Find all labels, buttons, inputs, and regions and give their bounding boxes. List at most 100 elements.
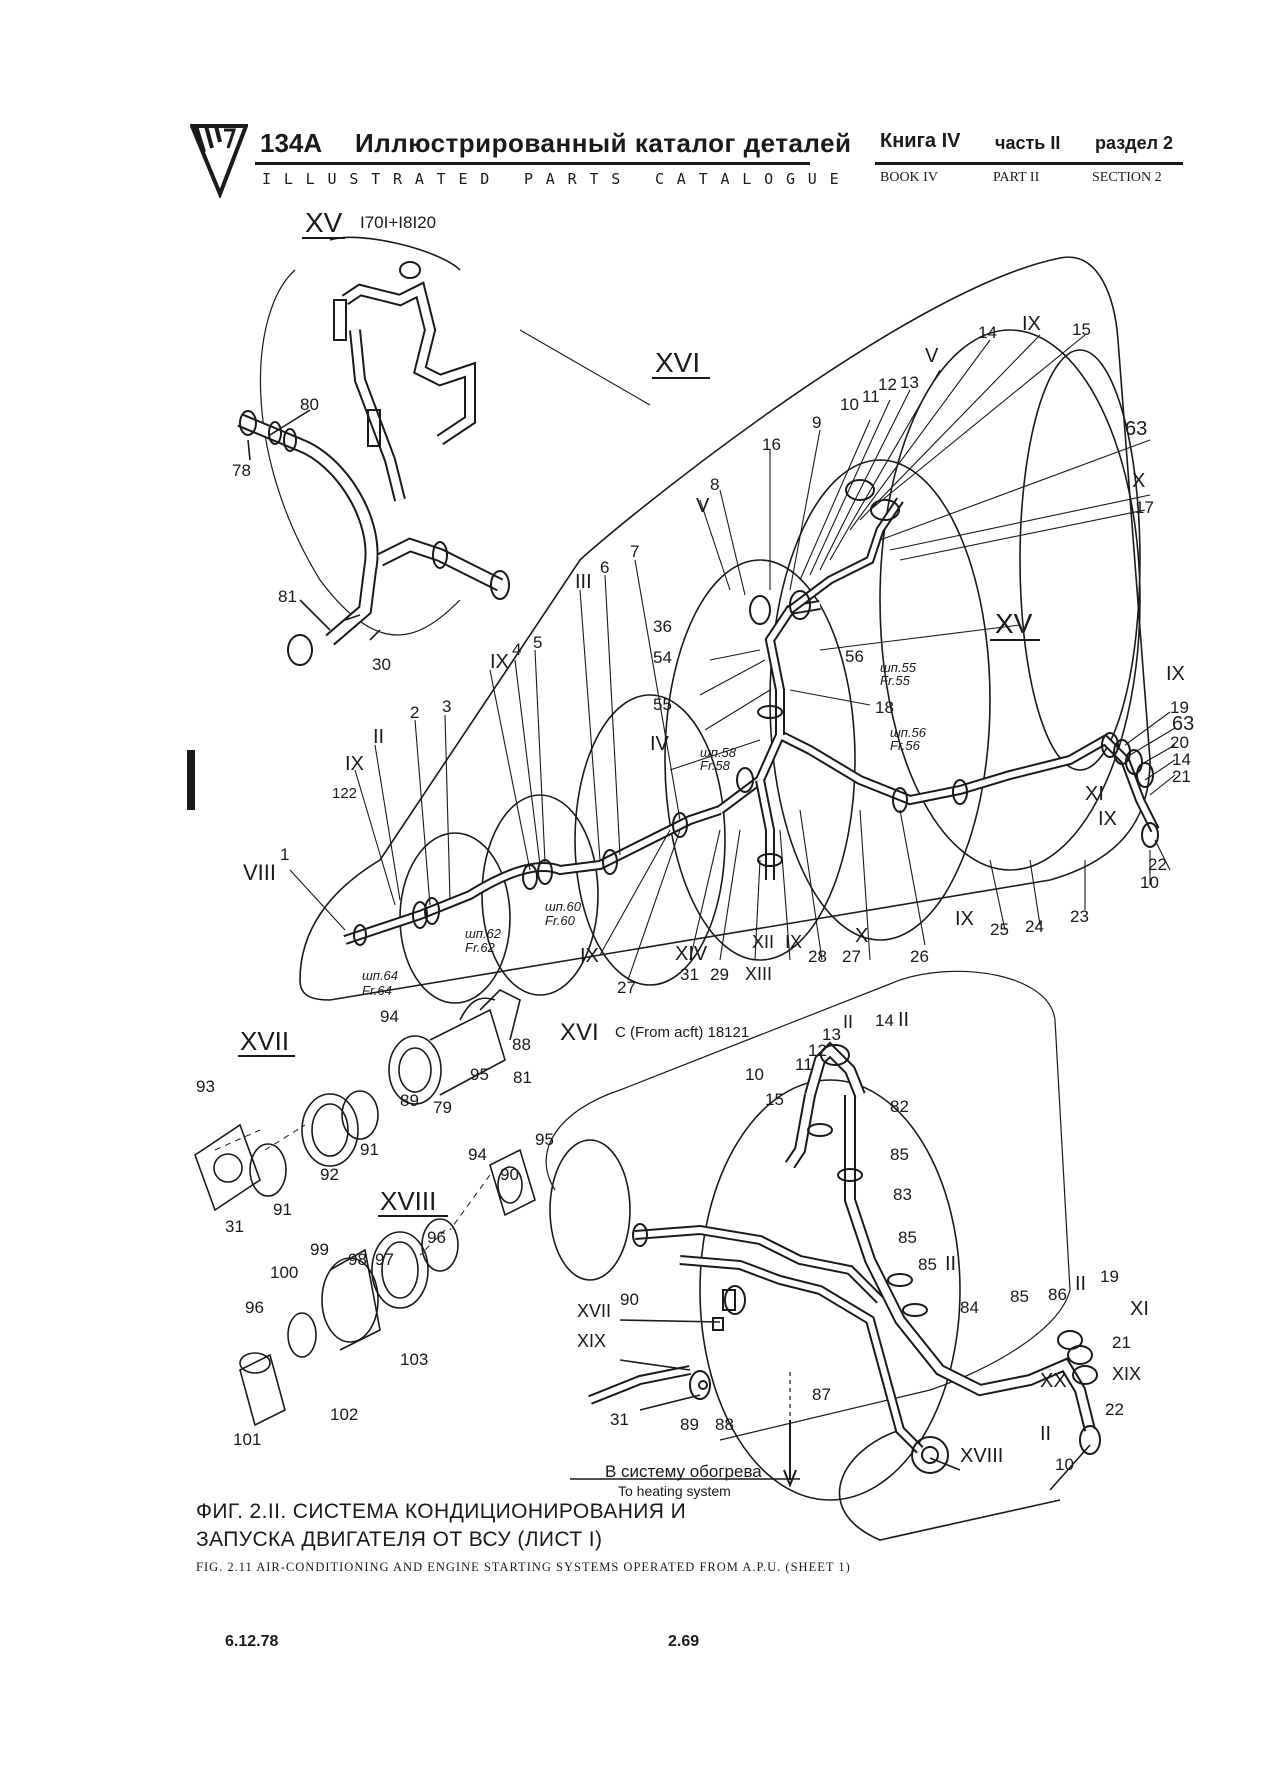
callout: 79 xyxy=(433,1098,452,1117)
callout: 28 xyxy=(808,947,827,966)
callout: 27 xyxy=(842,947,861,966)
callout: 15 xyxy=(765,1090,784,1109)
callout: XI xyxy=(1130,1298,1149,1320)
frame-label: Fr.55 xyxy=(880,673,911,688)
callout: IX xyxy=(1098,808,1117,830)
callout: IX xyxy=(1166,663,1185,685)
callout: 26 xyxy=(910,947,929,966)
callout: 88 xyxy=(715,1415,734,1434)
frame-label: шп.62 xyxy=(465,926,502,941)
header-rule xyxy=(255,162,810,165)
callout: 15 xyxy=(1072,320,1091,339)
callout: 78 xyxy=(232,461,251,480)
callout: 87 xyxy=(812,1385,831,1404)
callout: 31 xyxy=(680,965,699,984)
callout: 82 xyxy=(890,1097,909,1116)
issue-date: 6.12.78 xyxy=(225,1633,279,1650)
callout: 13 xyxy=(822,1025,841,1044)
view-xv-label-2: XV xyxy=(995,608,1033,639)
callout: 84 xyxy=(960,1298,979,1317)
frame-label: Fr.58 xyxy=(700,758,731,773)
view-xv-label: XV xyxy=(305,207,343,238)
callout: 85 xyxy=(918,1255,937,1274)
callout: 90 xyxy=(500,1165,519,1184)
callout: 97 xyxy=(375,1250,394,1269)
callout: IX xyxy=(490,651,509,673)
callout: 95 xyxy=(535,1130,554,1149)
frame-label: Fr.64 xyxy=(362,983,392,998)
callout: 122 xyxy=(332,785,357,802)
fuselage-outline xyxy=(299,256,1151,1001)
callout: 13 xyxy=(900,373,919,392)
callout: 4 xyxy=(512,640,521,659)
catalog-title-ru: Иллюстрированный каталог деталей xyxy=(355,128,852,158)
callout: 10 xyxy=(745,1065,764,1084)
callout: 22 xyxy=(1105,1400,1124,1419)
figure-caption-ru-line1: ФИГ. 2.II. СИСТЕМА КОНДИЦИОНИРОВАНИЯ И xyxy=(196,1500,687,1523)
frame-label: Fr.60 xyxy=(545,913,576,928)
callout: 102 xyxy=(330,1405,358,1424)
view-xvi-label: XVI xyxy=(655,347,700,378)
callout: 93 xyxy=(196,1077,215,1096)
callout: XIV xyxy=(675,943,708,965)
view-xviii-label: XVIII xyxy=(380,1186,436,1216)
callout: 31 xyxy=(610,1410,629,1429)
callout: 55 xyxy=(653,695,672,714)
callout: 56 xyxy=(845,647,864,666)
callout: 30 xyxy=(372,655,391,674)
callout: 91 xyxy=(273,1200,292,1219)
callout: IX xyxy=(1022,313,1041,335)
callout: IX xyxy=(580,945,599,967)
callout: 12 xyxy=(878,375,897,394)
callout: 101 xyxy=(233,1430,261,1449)
callout: III xyxy=(575,571,592,593)
callout: 22 xyxy=(1148,855,1167,874)
heating-en-label: To heating system xyxy=(618,1483,731,1499)
callout: 86 xyxy=(1048,1285,1067,1304)
callout: 54 xyxy=(653,648,672,667)
callout: 10 xyxy=(1140,873,1159,892)
callout: 24 xyxy=(1025,917,1044,936)
callout: 81 xyxy=(513,1068,532,1087)
header-rule-right xyxy=(875,162,1183,165)
callout: V xyxy=(696,495,710,517)
callout: XVIII xyxy=(960,1445,1003,1467)
callout: 10 xyxy=(840,395,859,414)
frame-label: Fr.56 xyxy=(890,738,921,753)
callout: V xyxy=(925,345,939,367)
callout: 14 xyxy=(978,323,997,342)
section-ru: раздел 2 xyxy=(1095,133,1174,153)
callout: XVII xyxy=(577,1301,611,1321)
callout: 81 xyxy=(278,587,297,606)
view-xv-range: I70I+I8I20 xyxy=(360,213,436,232)
book-en: BOOK IV xyxy=(880,170,938,185)
part-ru: часть II xyxy=(995,133,1061,153)
callout: 2 xyxy=(410,703,419,722)
callout: 80 xyxy=(300,395,319,414)
callout: XI xyxy=(1085,783,1104,805)
callout: 29 xyxy=(710,965,729,984)
callout: 12 xyxy=(808,1041,827,1060)
callout: IV xyxy=(650,733,670,755)
callout: 94 xyxy=(468,1145,487,1164)
callout: 91 xyxy=(360,1140,379,1159)
callout: 17 xyxy=(1135,498,1154,517)
callout: 94 xyxy=(380,1007,399,1026)
frame-label: шп.64 xyxy=(362,968,398,983)
revision-bar xyxy=(187,750,195,810)
callout: 83 xyxy=(893,1185,912,1204)
callout: 100 xyxy=(270,1263,298,1282)
callout: 31 xyxy=(225,1217,244,1236)
callout: 99 xyxy=(310,1240,329,1259)
callout: VIII xyxy=(243,860,276,885)
callout: XII xyxy=(752,932,774,952)
view-xvi-c-label: XVI xyxy=(560,1019,599,1046)
callout: 85 xyxy=(890,1145,909,1164)
callout: 11 xyxy=(862,387,880,406)
callout: II xyxy=(1075,1273,1086,1295)
callout: II xyxy=(1040,1423,1051,1445)
callout: XIX xyxy=(577,1331,606,1351)
callout: 9 xyxy=(812,413,821,432)
callout: 1 xyxy=(280,845,289,864)
figure-caption-ru-line2: ЗАПУСКА ДВИГАТЕЛЯ ОТ ВСУ (ЛИСТ I) xyxy=(196,1528,603,1551)
